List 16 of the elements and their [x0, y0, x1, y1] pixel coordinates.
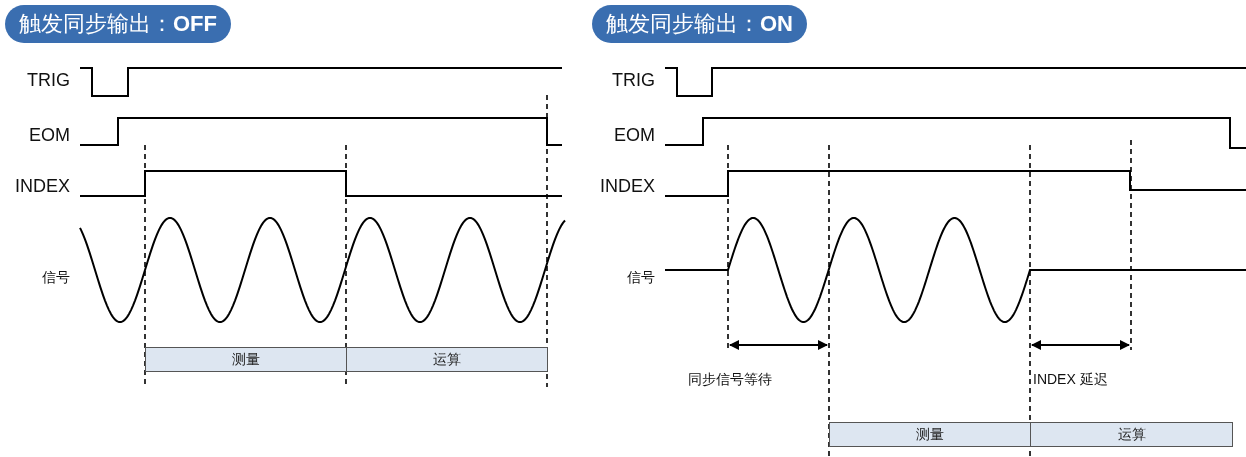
signal-name: 信号: [627, 269, 655, 287]
signal-name: INDEX: [15, 175, 70, 197]
phase-bar-segment: 运算: [1030, 422, 1233, 447]
phase-bar-segment: 运算: [346, 347, 548, 372]
interval-label: 同步信号等待: [688, 371, 772, 389]
signal-name: INDEX: [600, 175, 655, 197]
signal-name: TRIG: [27, 69, 70, 91]
signal-name: 信号: [42, 269, 70, 287]
phase-bar-segment: 测量: [145, 347, 347, 372]
title-badge: 触发同步输出：ON: [592, 5, 807, 43]
interval-label: INDEX 延迟: [1033, 371, 1108, 389]
signal-name: TRIG: [612, 69, 655, 91]
phase-bar-segment: 测量: [829, 422, 1031, 447]
signal-name: EOM: [614, 124, 655, 146]
title-badge: 触发同步输出：OFF: [5, 5, 231, 43]
signal-name: EOM: [29, 124, 70, 146]
